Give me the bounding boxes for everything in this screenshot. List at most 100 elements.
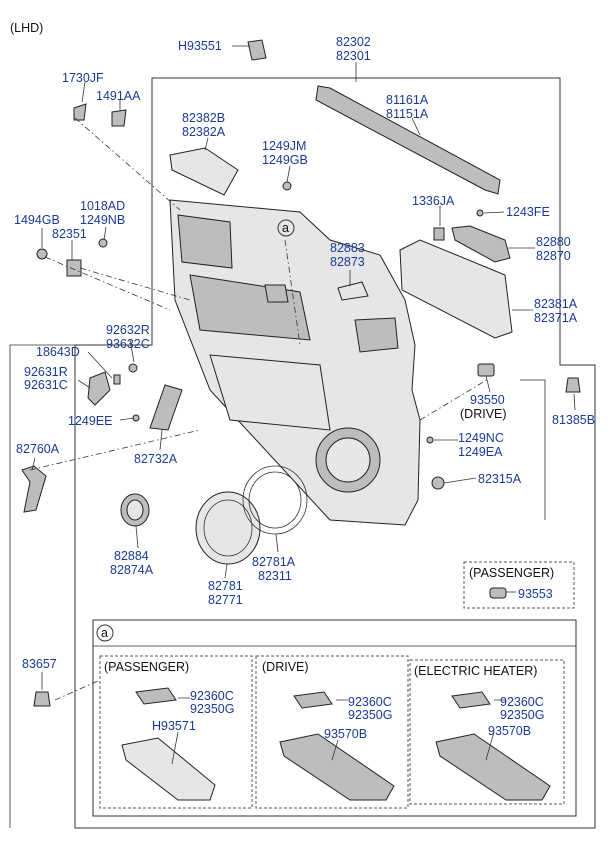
frame-inner-line xyxy=(9,344,546,828)
detail-drive-box xyxy=(255,655,409,809)
screw-1249nc xyxy=(426,436,434,444)
part-1249nc: 1249NC xyxy=(458,431,504,445)
bracket-82351 xyxy=(66,259,82,277)
seal-strip xyxy=(21,465,47,513)
detail-heater-92360c: 92360C xyxy=(500,695,544,709)
switch-cover-heater xyxy=(451,691,491,709)
part-92632r: 92632R xyxy=(106,323,150,337)
callout-a-circle xyxy=(277,219,295,237)
armrest-panel xyxy=(399,239,513,339)
detail-drive-title: (DRIVE) xyxy=(262,660,309,674)
screw-1018ad xyxy=(98,238,108,248)
detail-callout-circle xyxy=(96,624,114,642)
inside-handle xyxy=(451,225,511,263)
speaker-grille xyxy=(195,491,261,565)
part-1730jf: 1730JF xyxy=(62,71,104,85)
detail-passenger-h93571: H93571 xyxy=(152,719,196,733)
courtesy-lamp xyxy=(87,371,111,406)
callout-a: a xyxy=(282,221,289,235)
bracket-h93551 xyxy=(247,39,267,61)
part-82873: 82873 xyxy=(330,255,365,269)
part-1249ea: 1249EA xyxy=(458,445,503,459)
detail-box xyxy=(92,619,577,817)
part-1249gb: 1249GB xyxy=(262,153,308,167)
weatherstrip xyxy=(315,85,501,195)
detail-leaders xyxy=(171,697,506,765)
part-82371a: 82371A xyxy=(534,311,578,325)
part-1491aa: 1491AA xyxy=(96,89,141,103)
passenger-box xyxy=(463,561,575,609)
part-82781a: 82781A xyxy=(252,555,296,569)
variant-label: (LHD) xyxy=(10,21,43,35)
screw-1249jm xyxy=(282,181,292,191)
detail-passenger-92360c: 92360C xyxy=(190,689,234,703)
part-82771: 82771 xyxy=(208,593,243,607)
nut-92632r xyxy=(128,363,138,373)
drive-note: (DRIVE) xyxy=(460,407,507,421)
part-93550: 93550 xyxy=(470,393,505,407)
part-1336ja: 1336JA xyxy=(412,194,455,208)
part-82883: 82883 xyxy=(330,241,365,255)
door-trim-panel xyxy=(169,199,421,526)
part-1243fe: 1243FE xyxy=(506,205,550,219)
part-82315a: 82315A xyxy=(478,472,522,486)
part-h93551: H93551 xyxy=(178,39,222,53)
retainer-clip xyxy=(565,377,581,393)
detail-drive-93570b: 93570B xyxy=(324,727,367,741)
switch-assy-heater xyxy=(435,733,551,801)
part-93553: 93553 xyxy=(518,587,553,601)
pull-handle-cover xyxy=(169,147,239,196)
part-81151a: 81151A xyxy=(386,107,429,121)
part-82870: 82870 xyxy=(536,249,571,263)
switch-cover-passenger xyxy=(135,687,177,705)
part-1018ad: 1018AD xyxy=(80,199,125,213)
detail-heater-92350g: 92350G xyxy=(500,708,544,722)
part-93632c: 93632C xyxy=(106,337,150,351)
part-82382a: 82382A xyxy=(182,125,226,139)
screw-1494gb xyxy=(36,248,48,260)
trim-clip xyxy=(431,476,445,490)
part-82381a: 82381A xyxy=(534,297,578,311)
part-82382b: 82382B xyxy=(182,111,225,125)
passenger-box-title: (PASSENGER) xyxy=(469,566,554,580)
part-83657: 83657 xyxy=(22,657,57,671)
part-81385b: 81385B xyxy=(552,413,595,427)
clip-1491aa xyxy=(111,109,127,127)
part-1249ee: 1249EE xyxy=(68,414,112,428)
part-82311: 82311 xyxy=(258,569,292,583)
switch-assy-drive xyxy=(279,733,395,801)
bulb-18643d xyxy=(113,374,121,385)
part-82884: 82884 xyxy=(114,549,149,563)
part-82732a: 82732A xyxy=(134,452,178,466)
part-82880: 82880 xyxy=(536,235,571,249)
handle-bracket xyxy=(337,281,369,301)
part-1249jm: 1249JM xyxy=(262,139,306,153)
part-18643d: 18643D xyxy=(36,345,80,359)
main-frame xyxy=(74,77,596,829)
switch-cover-drive xyxy=(293,691,333,709)
detail-drive-92360c: 92360C xyxy=(348,695,392,709)
part-82301: 82301 xyxy=(336,49,371,63)
part-82351: 82351 xyxy=(52,227,87,241)
detail-passenger-92350g: 92350G xyxy=(190,702,234,716)
speaker-ring-large-inner xyxy=(248,471,302,529)
part-82874a: 82874A xyxy=(110,563,154,577)
armrest-bracket xyxy=(149,384,183,431)
part-92631r: 92631R xyxy=(24,365,68,379)
door-switch xyxy=(477,363,495,377)
part-81161a: 81161A xyxy=(386,93,429,107)
part-82302: 82302 xyxy=(336,35,371,49)
part-92631c: 92631C xyxy=(24,378,68,392)
detail-drive-92350g: 92350G xyxy=(348,708,392,722)
clip-1730jf xyxy=(73,103,87,121)
switch-bezel-passenger xyxy=(121,737,216,801)
speaker-ring-small-inner xyxy=(126,499,144,521)
speaker-grille-inner xyxy=(203,499,253,557)
part-1249nb: 1249NB xyxy=(80,213,125,227)
cover-93553 xyxy=(489,587,507,599)
detail-passenger-title: (PASSENGER) xyxy=(104,660,189,674)
detail-heater-title: (ELECTRIC HEATER) xyxy=(414,664,537,678)
part-82781: 82781 xyxy=(208,579,243,593)
clip-83657 xyxy=(33,691,51,707)
